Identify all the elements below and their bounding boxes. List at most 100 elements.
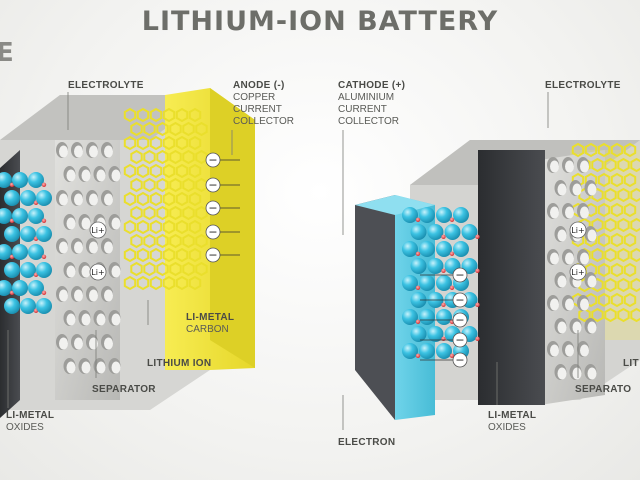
left-electrons: −−−−− xyxy=(205,152,240,263)
separator-hole-light xyxy=(572,321,582,334)
separator-hole-light xyxy=(59,193,68,206)
carbon-ring xyxy=(149,219,163,235)
carbon-ring xyxy=(136,219,150,235)
separator-hole-light xyxy=(66,169,76,182)
separator-hole-light xyxy=(550,298,559,311)
oxide-sphere xyxy=(436,275,452,291)
electron-sphere xyxy=(205,224,221,240)
carbon-ring xyxy=(597,292,611,308)
anode-title: ANODE (-) xyxy=(233,80,285,91)
separator-hole-light xyxy=(111,265,121,278)
carbon-ring xyxy=(188,163,202,179)
oxide-sphere xyxy=(28,172,44,188)
right-electrons: −−−−− xyxy=(420,267,468,368)
oxide-sphere xyxy=(453,241,469,257)
label-li-metal-oxides-left: LI-METAL OXIDES xyxy=(6,410,54,434)
oxide-sphere xyxy=(36,226,52,242)
separator-hole-light xyxy=(587,367,597,380)
lithium-dot xyxy=(449,217,455,222)
left-cell: −−−−− Li+Li+ xyxy=(0,88,255,418)
carbon-ring xyxy=(597,262,611,278)
carbon-ring xyxy=(156,149,169,165)
lithium-dot xyxy=(415,217,421,222)
separator-hole-light xyxy=(66,265,76,278)
carbon-ring xyxy=(162,135,176,151)
carbon-ring xyxy=(188,135,202,151)
electron-symbol: − xyxy=(455,354,464,367)
electron-sphere xyxy=(205,177,221,193)
oxide-sphere xyxy=(36,262,52,278)
carbon-ring xyxy=(597,202,611,218)
separator-hole-light xyxy=(81,169,91,182)
carbon-ring xyxy=(188,191,202,207)
carbon-ring xyxy=(149,247,163,263)
oxide-sphere xyxy=(410,258,427,274)
electron-sphere xyxy=(452,332,468,348)
lithium-dot xyxy=(475,336,480,341)
separator-hole-light xyxy=(550,160,559,173)
lithium-ion-sphere xyxy=(569,263,587,281)
carbon-ring xyxy=(162,219,176,235)
electron-sphere xyxy=(452,292,468,308)
oxide-sphere xyxy=(28,208,44,224)
right-lithium-ions: Li+Li+ xyxy=(569,221,587,281)
label-anode: ANODE (-) COPPER CURRENT COLLECTOR xyxy=(233,80,294,128)
cropped-edge-letter: E xyxy=(0,38,14,68)
cathode-line-3: COLLECTOR xyxy=(338,116,399,127)
lithium-dot xyxy=(449,251,455,256)
carbon-ring xyxy=(169,121,182,137)
carbon-ring xyxy=(623,232,637,248)
separator-hole-light xyxy=(74,193,83,206)
carbon-ring xyxy=(123,163,137,179)
carbon-ring xyxy=(591,247,604,263)
carbon-ring xyxy=(604,277,617,293)
oxide-sphere xyxy=(436,207,452,223)
carbon-ring xyxy=(149,191,163,207)
oxide-sphere xyxy=(402,207,418,223)
oxide-sphere xyxy=(12,280,28,296)
label-lithium-partial: LIT xyxy=(623,358,639,369)
carbon-ring xyxy=(195,261,208,277)
oxide-sphere xyxy=(4,262,20,278)
carbon-ring xyxy=(188,219,202,235)
page-title: LITHIUM-ION BATTERY xyxy=(141,6,499,37)
separator-hole-light xyxy=(565,160,574,173)
separator-hole-light xyxy=(104,289,113,302)
carbon-ring xyxy=(136,135,150,151)
oxide-sphere xyxy=(410,326,427,342)
separator-hole-light xyxy=(557,183,567,196)
separator-hole-light xyxy=(81,313,91,326)
separator-hole-light xyxy=(580,206,589,219)
electron-symbol: − xyxy=(208,249,217,262)
carbon-ring xyxy=(610,232,624,248)
carbon-ring xyxy=(182,233,195,249)
lithium-dot xyxy=(441,268,446,273)
li-metal-sub: CARBON xyxy=(186,324,229,335)
electron-sphere xyxy=(205,247,221,263)
carbon-ring xyxy=(610,172,624,188)
label-separator-right: SEPARATO xyxy=(575,384,632,395)
lithium-dot xyxy=(41,182,47,187)
carbon-ring xyxy=(630,277,640,293)
carbon-ring xyxy=(175,219,189,235)
separator-hole-light xyxy=(580,252,589,265)
carbon-ring xyxy=(623,202,637,218)
carbon-ring xyxy=(136,191,150,207)
anode-line-1: COPPER xyxy=(233,92,276,103)
carbon-ring xyxy=(623,292,637,308)
carbon-ring xyxy=(136,275,150,291)
separator-hole-light xyxy=(557,367,567,380)
electron-sphere xyxy=(205,200,221,216)
electron-symbol: − xyxy=(208,202,217,215)
lithium-dot xyxy=(441,234,446,239)
carbon-ring xyxy=(617,217,630,233)
carbon-ring xyxy=(604,217,617,233)
separator-hole-light xyxy=(565,298,574,311)
carbon-ring xyxy=(156,261,169,277)
carbon-ring xyxy=(175,135,189,151)
separator-hole-light xyxy=(587,229,597,242)
lithium-dot xyxy=(449,285,455,290)
carbon-ring xyxy=(169,261,182,277)
separator-hole-light xyxy=(587,183,597,196)
